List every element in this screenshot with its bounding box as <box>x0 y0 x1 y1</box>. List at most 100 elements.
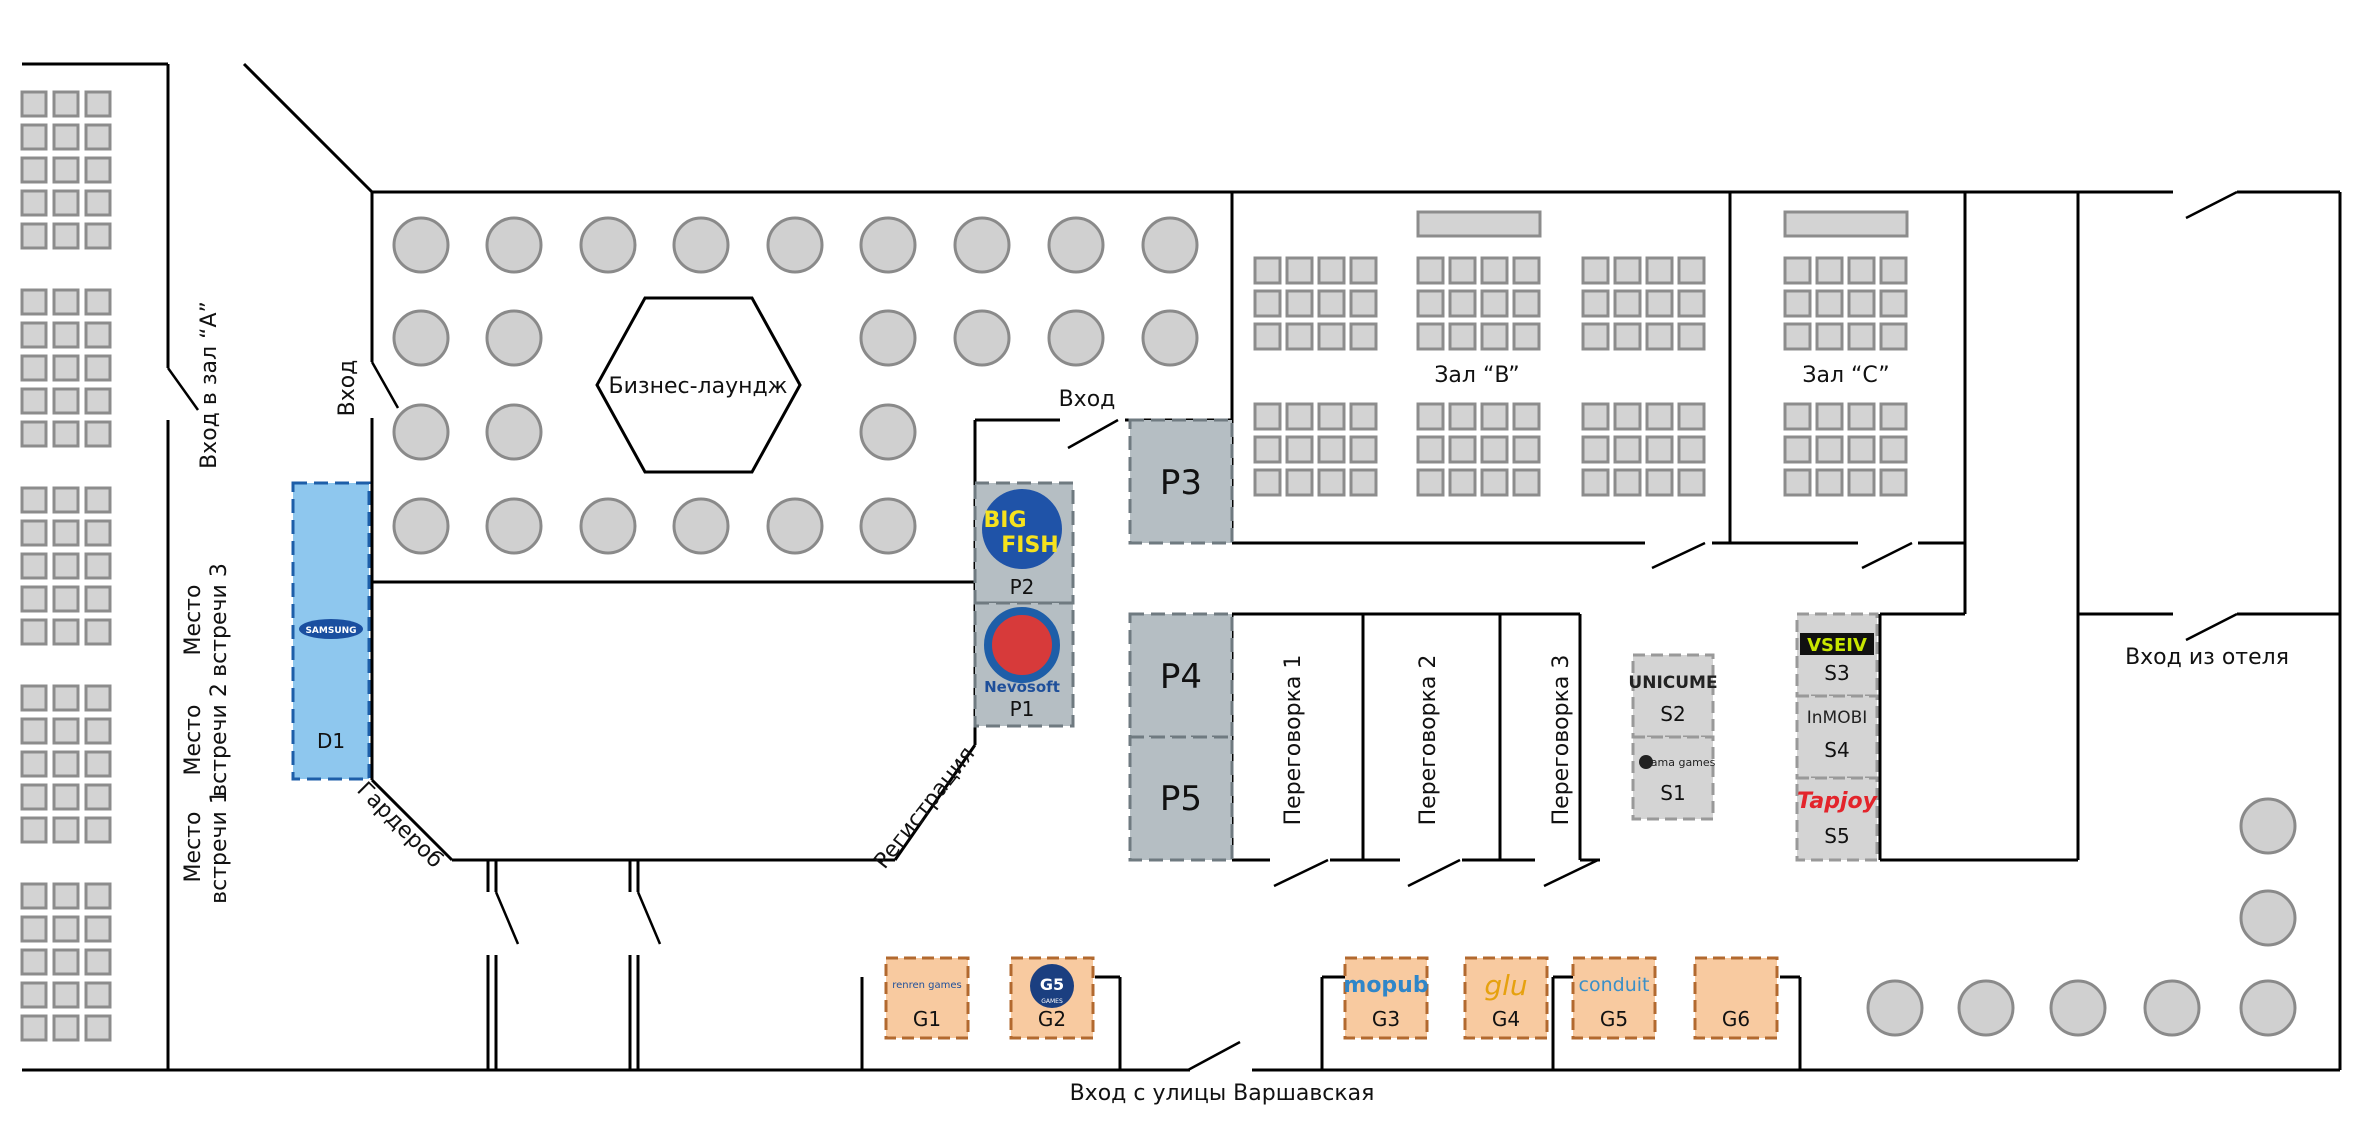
hall-b-seat <box>1677 468 1706 497</box>
lounge-table <box>1047 216 1105 274</box>
booth-g4[interactable] <box>1463 956 1549 1040</box>
hall-c-seat <box>1783 322 1812 351</box>
hall-a-seat <box>84 684 112 712</box>
hall-b-seat <box>1645 435 1674 464</box>
hall-a-seat <box>20 486 48 514</box>
hall-a-seat <box>20 783 48 811</box>
hall-a-seat <box>84 948 112 976</box>
hall-b-seat <box>1317 402 1346 431</box>
hall-b-seat <box>1677 402 1706 431</box>
tapjoy-logo-text: Tapjoy <box>1797 789 1879 814</box>
hall-b-seat <box>1613 322 1642 351</box>
hall-b-seat <box>1349 435 1378 464</box>
hall-b-seat <box>1285 256 1314 285</box>
hall-a-seat <box>52 387 80 415</box>
hall-a-seat <box>20 123 48 151</box>
hall-b-seat <box>1285 468 1314 497</box>
walls <box>22 62 2342 1072</box>
hall-b-seat <box>1285 322 1314 351</box>
hall-a-seat <box>84 1014 112 1042</box>
hall-c-seat <box>1815 256 1844 285</box>
hall-b-seat <box>1645 289 1674 318</box>
hall-b-seat <box>1480 402 1509 431</box>
hall-a-seat <box>20 750 48 778</box>
hall-a-seat <box>20 882 48 910</box>
hall-a-seat <box>52 90 80 118</box>
hall-a-seat <box>52 684 80 712</box>
hall-c-seat <box>1879 468 1908 497</box>
hall-b-seat <box>1416 289 1445 318</box>
hall-a-seat <box>84 585 112 613</box>
hall-a-seat <box>20 552 48 580</box>
hotel-table <box>2049 979 2107 1037</box>
booth-p5[interactable] <box>1128 735 1234 862</box>
hall-b-seat <box>1349 289 1378 318</box>
booth-g6[interactable] <box>1693 956 1779 1040</box>
hall-a-seat <box>52 189 80 217</box>
hall-a-seat <box>84 420 112 448</box>
nevosoft-logo-icon <box>984 607 1060 683</box>
lounge-table <box>859 309 917 367</box>
g5-logo-icon <box>1030 964 1074 1008</box>
hall-c-seating <box>1783 256 1908 497</box>
hall-a-seat <box>52 123 80 151</box>
hotel-table <box>2239 979 2297 1037</box>
booth-g1[interactable] <box>884 956 970 1040</box>
hall-b-seat <box>1512 322 1541 351</box>
booth-g5[interactable] <box>1571 956 1657 1040</box>
booth-s1-label: S1 <box>1660 781 1685 805</box>
hall-b-seat <box>1448 435 1477 464</box>
nevosoft-logo-text: Nevosoft <box>984 678 1060 696</box>
lounge-table <box>1047 309 1105 367</box>
hall-b-seat <box>1677 256 1706 285</box>
hall-b-seat <box>1448 402 1477 431</box>
lounge-table <box>672 216 730 274</box>
hall-b-seating <box>1253 256 1706 497</box>
hotel-area-tables <box>1866 797 2297 1037</box>
lounge-table <box>392 216 450 274</box>
hall-b-seat <box>1613 402 1642 431</box>
hall-a-seat <box>52 321 80 349</box>
hall-c-seat <box>1879 256 1908 285</box>
booth-s2[interactable] <box>1631 653 1715 739</box>
meeting-point-3-line2: встречи 3 <box>207 563 232 677</box>
hall-b-seat <box>1645 402 1674 431</box>
booth-g3[interactable] <box>1343 956 1429 1040</box>
lounge-table <box>392 497 450 555</box>
lounge-table <box>485 309 543 367</box>
hall-a-seat <box>52 585 80 613</box>
booth-p4[interactable] <box>1128 612 1234 739</box>
hall-a-seat <box>84 981 112 1009</box>
hall-a-seat <box>52 915 80 943</box>
hall-a-seat <box>52 618 80 646</box>
hall-b-seat <box>1677 435 1706 464</box>
hall-a-seat <box>52 519 80 547</box>
unicume-logo-text: UNICUME <box>1628 673 1717 693</box>
booth-s4[interactable] <box>1795 694 1879 780</box>
booth-s3-label: S3 <box>1824 661 1849 685</box>
hall-b-seat <box>1253 402 1282 431</box>
booth-p3-label: P3 <box>1160 463 1202 503</box>
booth-p3[interactable] <box>1128 418 1234 545</box>
hall-b-seat <box>1317 256 1346 285</box>
hall-c-seat <box>1815 322 1844 351</box>
booth-g6-label: G6 <box>1722 1007 1750 1031</box>
hall-b-seat <box>1349 256 1378 285</box>
hall-b-seat <box>1480 468 1509 497</box>
hall-a-seat <box>52 486 80 514</box>
samsung-logo-icon <box>299 619 363 639</box>
hotel-table <box>2239 889 2297 947</box>
lounge-table <box>859 497 917 555</box>
hall-a-seat <box>20 354 48 382</box>
hall-b-seat <box>1613 289 1642 318</box>
booth-s5[interactable] <box>1795 776 1879 862</box>
hall-b-seat <box>1349 322 1378 351</box>
lounge-table <box>485 497 543 555</box>
hall-b-seat <box>1645 468 1674 497</box>
hall-a-seat <box>84 750 112 778</box>
hall-a-seat <box>84 222 112 250</box>
hall-b-seat <box>1317 322 1346 351</box>
booth-s1[interactable] <box>1631 735 1715 821</box>
hall-a-seat <box>84 717 112 745</box>
